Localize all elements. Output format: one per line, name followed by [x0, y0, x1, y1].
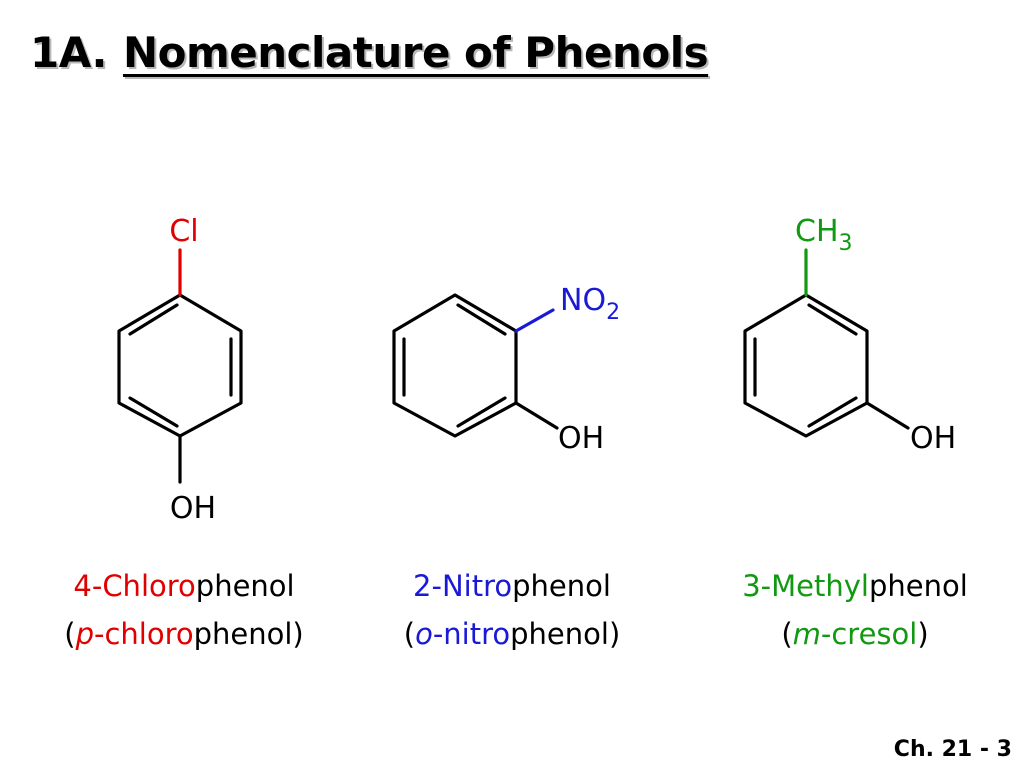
iupac-name-1: 4-Chlorophenol: [73, 569, 295, 603]
compound-names: 4-Chlorophenol (p-chlorophenol) 2-Nitrop…: [0, 562, 1024, 672]
hydroxyl-label-3: OH: [910, 421, 956, 456]
title-number: 1A.: [30, 28, 107, 77]
nitro-bond: [514, 308, 555, 333]
cresol-ring: [743, 293, 869, 438]
caption-cresol: 3-Methylphenol (m-cresol): [695, 562, 1015, 658]
nitro-label: NO2: [560, 283, 620, 325]
chlorine-label: Cl: [169, 214, 198, 249]
common-name-1: (p-chlorophenol): [64, 617, 304, 651]
common-name-3: (m-cresol): [781, 617, 929, 651]
hydroxyl-label-2: OH: [558, 421, 604, 456]
title-text: Nomenclature of Phenols: [122, 28, 709, 77]
common-name-2: (o-nitrophenol): [403, 617, 621, 651]
hydroxyl-bond-2: [514, 401, 559, 430]
methyl-label: CH3: [795, 214, 853, 256]
chlorophenol-ring: [117, 293, 243, 438]
caption-chlorophenol: 4-Chlorophenol (p-chlorophenol): [24, 562, 344, 658]
nitrophenol-ring: [392, 293, 518, 438]
hydroxyl-bond-3: [865, 401, 910, 430]
hydroxyl-label-1: OH: [170, 491, 216, 526]
iupac-name-3: 3-Methylphenol: [742, 569, 968, 603]
iupac-name-2: 2-Nitrophenol: [413, 569, 611, 603]
page-number: Ch. 21 - 3: [893, 737, 1012, 762]
slide-title: 1A. Nomenclature of Phenols: [30, 28, 709, 77]
caption-nitrophenol: 2-Nitrophenol (o-nitrophenol): [352, 562, 672, 658]
